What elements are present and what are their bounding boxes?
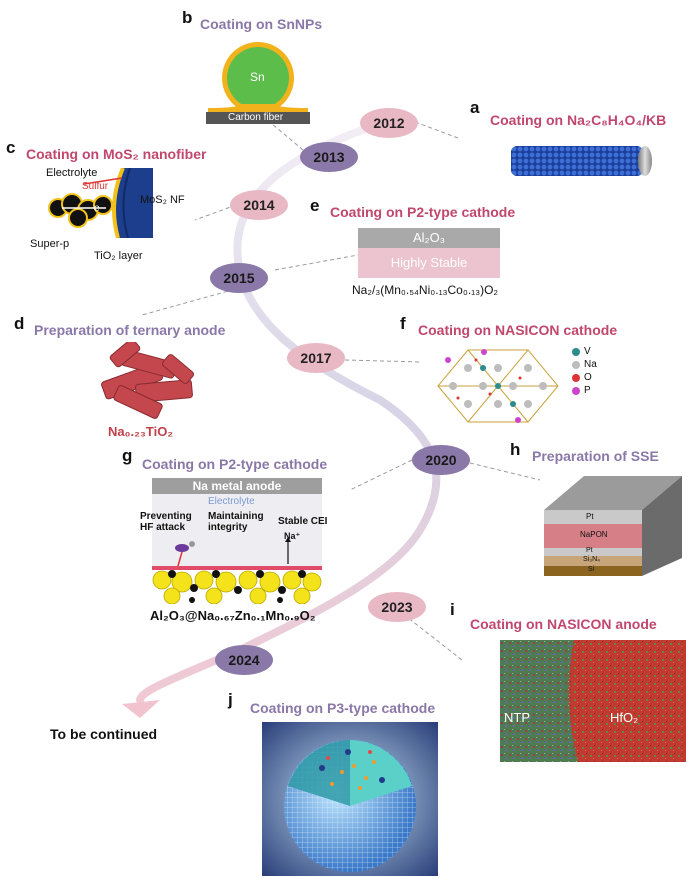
panel-g-title: Coating on P2-type cathode xyxy=(142,456,328,472)
hfo2-label: HfO₂ xyxy=(610,710,639,725)
legend-p: P xyxy=(584,385,591,396)
sse-layer-stack xyxy=(544,476,682,576)
highly-stable-layer: Highly Stable xyxy=(358,248,500,278)
year-2024: 2024 xyxy=(215,645,273,675)
panel-i-title: Coating on NASICON anode xyxy=(470,616,657,632)
electron-label: e- xyxy=(94,203,103,214)
panel-b-title: Coating on SnNPs xyxy=(200,16,323,32)
panel-a-title: Coating on Na₂C₈H₄O₄/KB xyxy=(490,112,667,128)
na-ion-label: Na⁺ xyxy=(284,531,301,541)
coated-cathode-formula: Al₂O₃@Na₀.₆₇Zn₀.₁Mn₀.₉O₂ xyxy=(150,608,316,623)
panel-b-letter: b xyxy=(182,8,193,27)
panel-i-letter: i xyxy=(450,600,455,619)
year-2014: 2014 xyxy=(230,190,288,220)
sn-core-label: Sn xyxy=(250,70,265,84)
electrolyte-text: Electrolyte xyxy=(208,496,255,507)
year-2023: 2023 xyxy=(368,592,426,622)
legend-na: Na xyxy=(584,359,597,370)
ternary-anode-formula: Na₀.₂₃TiO₂ xyxy=(108,424,174,439)
sse-layer-pt-bottom: Pt xyxy=(586,547,593,554)
panel-g-letter: g xyxy=(122,446,133,465)
mos2-nf-label: MoS₂ NF xyxy=(140,194,185,206)
leader-lines xyxy=(141,117,541,661)
panel-f-letter: f xyxy=(400,314,406,333)
panel-c-title: Coating on MoS₂ nanofiber xyxy=(26,146,207,162)
hf-attack-label: Preventing HF attack xyxy=(140,511,192,533)
sse-layer-napon: NaPON xyxy=(580,530,608,539)
al2o3-layer: Al₂O₃ xyxy=(358,228,500,248)
sn-nanoparticle-illustration xyxy=(206,42,310,124)
sse-layer-pt-top: Pt xyxy=(586,512,594,521)
year-2012: 2012 xyxy=(360,108,418,138)
panel-j-title: Coating on P3-type cathode xyxy=(250,700,436,716)
panel-f-title: Coating on NASICON cathode xyxy=(418,322,618,338)
panel-e-title: Coating on P2-type cathode xyxy=(330,204,516,220)
to-be-continued-label: To be continued xyxy=(50,726,158,742)
panel-h-letter: h xyxy=(510,440,521,459)
p3-cathode-sphere-illustration xyxy=(262,722,438,876)
panel-e-letter: e xyxy=(310,196,320,215)
p2-cathode-formula: Na₂/₃(Mn₀.₅₄Ni₀.₁₃Co₀.₁₃)O₂ xyxy=(352,283,499,297)
year-2020: 2020 xyxy=(412,445,470,475)
ntp-label: NTP xyxy=(504,710,530,725)
super-p-label: Super-p xyxy=(30,238,70,250)
nasicon-legend-markers xyxy=(572,348,580,395)
mos2-nanofiber-illustration xyxy=(48,168,153,238)
sse-layer-si3n4: Si₃N₄ xyxy=(583,556,600,563)
panel-j-letter: j xyxy=(228,690,233,709)
panel-c-letter: c xyxy=(6,138,16,157)
carbon-fiber-label: Carbon fiber xyxy=(228,112,284,123)
na-metal-anode-layer: Na metal anode xyxy=(152,478,322,494)
year-2017: 2017 xyxy=(287,343,345,373)
integrity-label: Maintaining integrity xyxy=(208,511,264,533)
nasicon-crystal-structure xyxy=(437,349,559,423)
panel-h-title: Preparation of SSE xyxy=(532,448,659,464)
sse-layer-si: Si xyxy=(588,566,595,573)
panel-d-title: Preparation of ternary anode xyxy=(34,322,226,338)
sulfur-label: Sulfur xyxy=(82,181,109,192)
stable-cei-label: Stable CEI xyxy=(278,516,328,527)
timeline-arrowhead xyxy=(122,700,160,718)
legend-v: V xyxy=(584,346,591,357)
year-2015: 2015 xyxy=(210,263,268,293)
panel-a-letter: a xyxy=(470,98,480,117)
coated-nanorod-illustration xyxy=(511,146,652,176)
cathode-particles-illustration xyxy=(152,537,322,604)
panel-d-letter: d xyxy=(14,314,25,333)
legend-o: O xyxy=(584,372,592,383)
ternary-anode-rods-illustration xyxy=(101,342,195,419)
electrolyte-label: Electrolyte xyxy=(46,167,98,179)
elemental-map-image xyxy=(500,640,686,762)
tio2-layer-label: TiO₂ layer xyxy=(94,250,143,262)
year-2013: 2013 xyxy=(300,142,358,172)
